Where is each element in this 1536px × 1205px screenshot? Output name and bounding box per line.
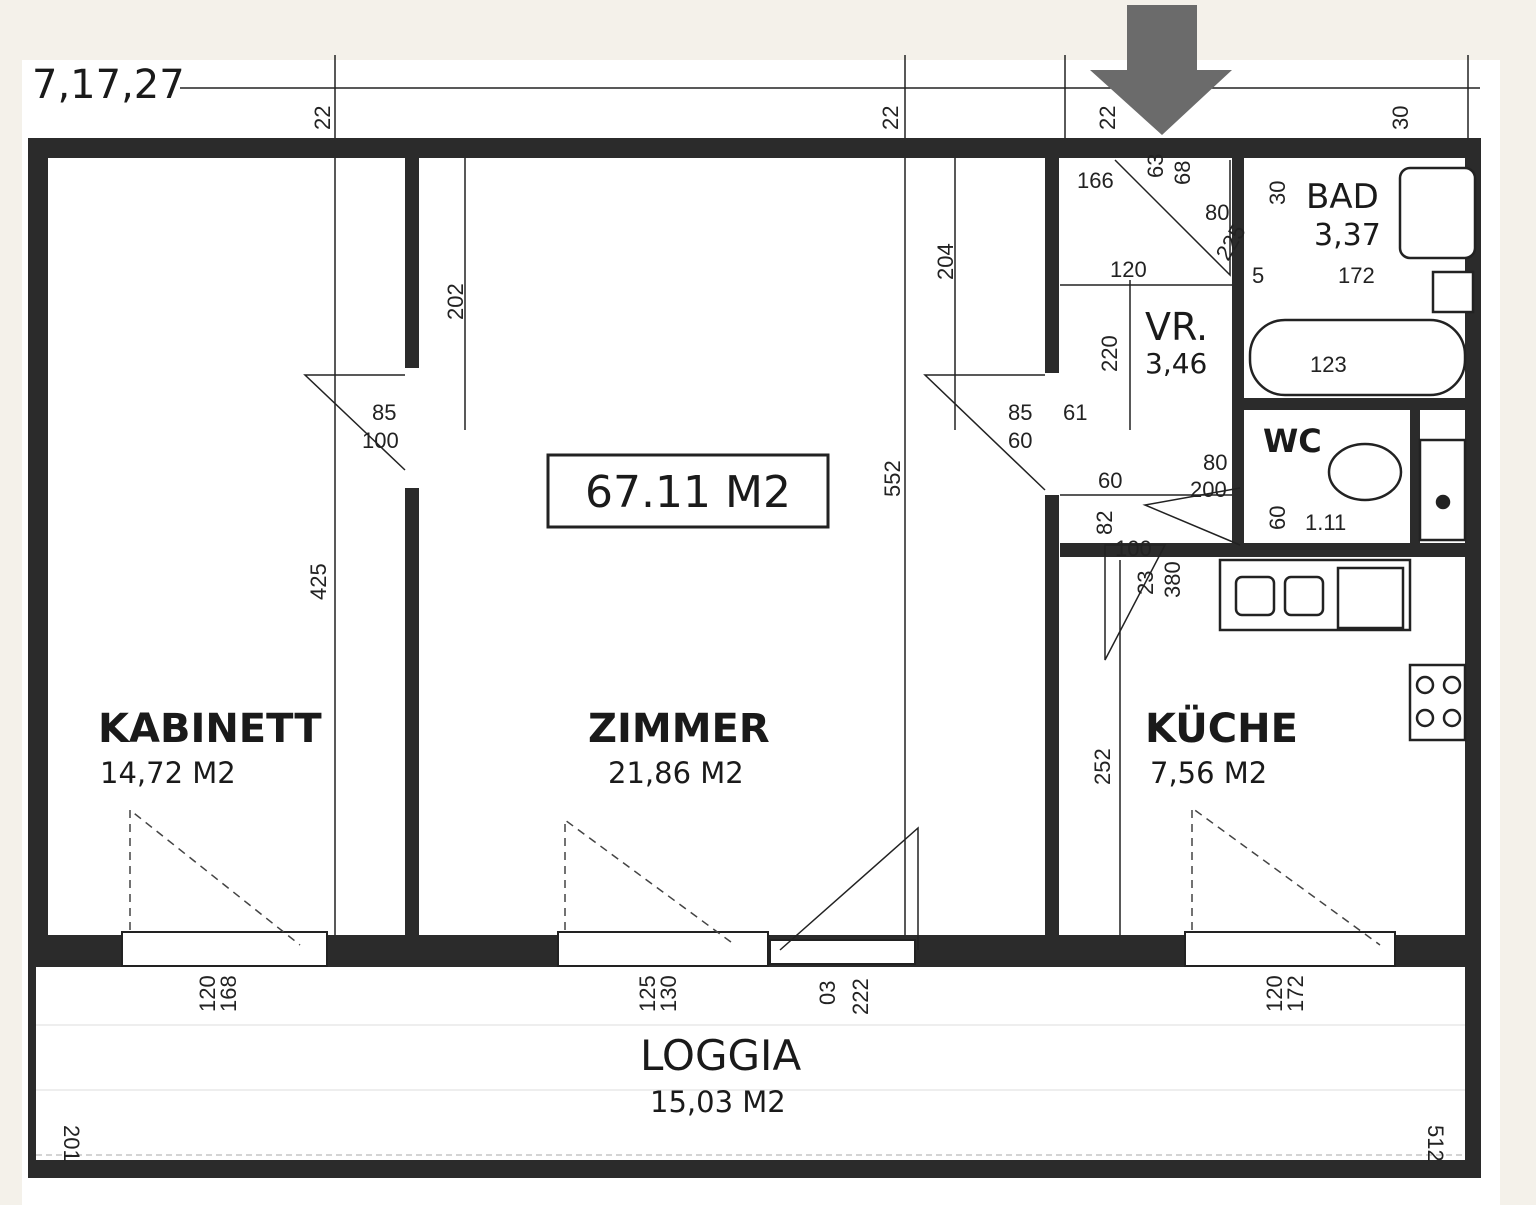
dimension-label: 380	[1160, 561, 1185, 598]
plan-sheet	[22, 60, 1500, 1205]
dimension-label: 425	[306, 563, 331, 600]
dimension-label: 30	[1265, 181, 1290, 205]
dimension-label: 168	[216, 975, 241, 1012]
room-name-bad: BAD	[1306, 177, 1379, 217]
dimension-label: 80	[1205, 200, 1229, 225]
dimension-label: 220	[1097, 335, 1122, 372]
dimension-label: 60	[1008, 428, 1032, 453]
dimension-label: 80	[1203, 450, 1227, 475]
dimension-label: 5	[1252, 263, 1264, 288]
dimension-label: 512	[1423, 1125, 1448, 1162]
room-area-loggia: 15,03 M2	[650, 1085, 786, 1119]
room-area-zimmer: 21,86 M2	[608, 756, 744, 790]
doors	[129, 159, 1381, 951]
dimension-label: 125	[635, 975, 660, 1012]
dimension-label: 100	[362, 428, 399, 453]
dimension-label: 22	[310, 106, 335, 130]
dimension-label: 60	[1265, 506, 1290, 530]
room-area-wc: 1.11	[1305, 510, 1346, 535]
plan-reference: 7,17,27	[32, 62, 185, 108]
down-arrow-icon	[1090, 5, 1232, 135]
loggia-tiles	[36, 1024, 1465, 1156]
room-name-kueche: KÜCHE	[1145, 704, 1298, 752]
room-area-vr: 3,46	[1145, 347, 1207, 380]
dimension-label: 85	[372, 400, 396, 425]
toilet-icon	[1327, 442, 1403, 502]
room-name-loggia: LOGGIA	[640, 1031, 801, 1080]
sink-icon	[1398, 166, 1477, 260]
dimension-label: 201	[59, 1125, 84, 1162]
fixtures	[1218, 166, 1477, 742]
windows	[121, 931, 1396, 967]
dimension-label: 123	[1310, 352, 1347, 377]
dimension-label: 172	[1338, 263, 1375, 288]
room-area-kabinett: 14,72 M2	[100, 756, 236, 790]
dimension-label: 204	[933, 243, 958, 280]
dimension-guides	[334, 55, 1469, 940]
boiler-icon	[1418, 438, 1467, 542]
stove-icon	[1336, 566, 1405, 630]
room-name-kabinett: KABINETT	[98, 706, 322, 752]
dimension-label: 22	[1095, 106, 1120, 130]
bathtub-icon	[1248, 318, 1467, 397]
dimension-label: 63	[1143, 154, 1168, 178]
dimension-label: 222	[848, 978, 873, 1015]
dimension-label: 22	[878, 106, 903, 130]
dimension-labels: 22 22 22 30 202 85 100 204 85 60 61 425 …	[59, 106, 1448, 1162]
room-name-wc: WC	[1263, 422, 1322, 460]
dimension-label: 61	[1063, 400, 1087, 425]
dimension-label: 85	[1008, 400, 1032, 425]
dimension-label: 120	[1110, 257, 1147, 282]
dimension-label: 68	[1170, 161, 1195, 185]
total-area-box	[546, 453, 830, 529]
dimension-label: 172	[1283, 975, 1308, 1012]
dimension-label: 60	[1098, 468, 1122, 493]
room-name-vr: VR.	[1145, 305, 1208, 349]
dimension-label: 82	[1092, 511, 1117, 535]
dimension-label: 202	[443, 283, 468, 320]
dimension-label: 166	[1077, 168, 1114, 193]
total-area: 67.11 M2	[585, 467, 791, 518]
room-area-kueche: 7,56 M2	[1150, 756, 1267, 790]
dimension-label: 200	[1190, 477, 1227, 502]
dimension-label: 120	[195, 975, 220, 1012]
dimension-label: 100	[1115, 536, 1152, 561]
dimension-label: 23	[1133, 571, 1158, 595]
room-area-bad: 3,37	[1314, 218, 1381, 253]
dimension-label: 252	[1090, 748, 1115, 785]
dimension-label: 552	[880, 460, 905, 497]
dimension-label: 130	[656, 975, 681, 1012]
dimension-label: 30	[1388, 106, 1413, 130]
room-name-zimmer: ZIMMER	[588, 706, 770, 752]
dimension-label: 03	[815, 981, 840, 1005]
dimension-label: 120	[1262, 975, 1287, 1012]
